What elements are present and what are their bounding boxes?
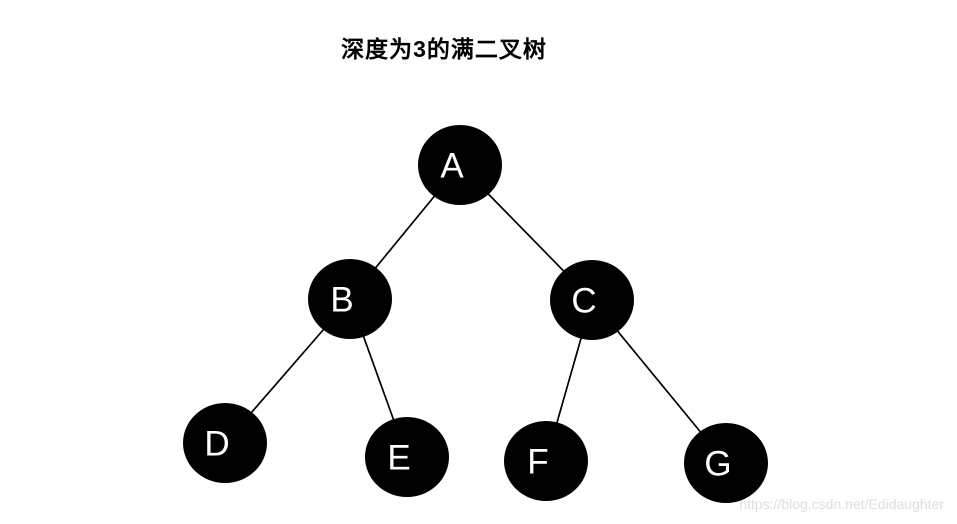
tree-node-F: F — [504, 421, 588, 501]
csdn-watermark: https://blog.csdn.net/Edidaughter — [739, 496, 944, 512]
node-label-A: A — [440, 147, 464, 186]
node-circle-C — [550, 260, 634, 340]
tree-node-E: E — [365, 417, 449, 497]
tree-node-A: A — [418, 125, 502, 205]
node-circle-E — [365, 417, 449, 497]
tree-node-G: G — [684, 423, 768, 503]
node-label-B: B — [330, 281, 353, 320]
node-circle-A — [418, 125, 502, 205]
diagram-title: 深度为3的满二叉树 — [341, 36, 547, 62]
node-label-C: C — [571, 282, 596, 321]
node-label-F: F — [527, 443, 548, 482]
node-circle-F — [504, 421, 588, 501]
node-label-D: D — [204, 425, 229, 464]
tree-node-D: D — [183, 403, 267, 483]
node-label-E: E — [387, 439, 410, 478]
node-label-G: G — [704, 445, 731, 484]
tree-node-B: B — [308, 259, 392, 339]
node-circle-D — [183, 403, 267, 483]
tree-node-C: C — [550, 260, 634, 340]
node-circle-G — [684, 423, 768, 503]
node-circle-B — [308, 259, 392, 339]
